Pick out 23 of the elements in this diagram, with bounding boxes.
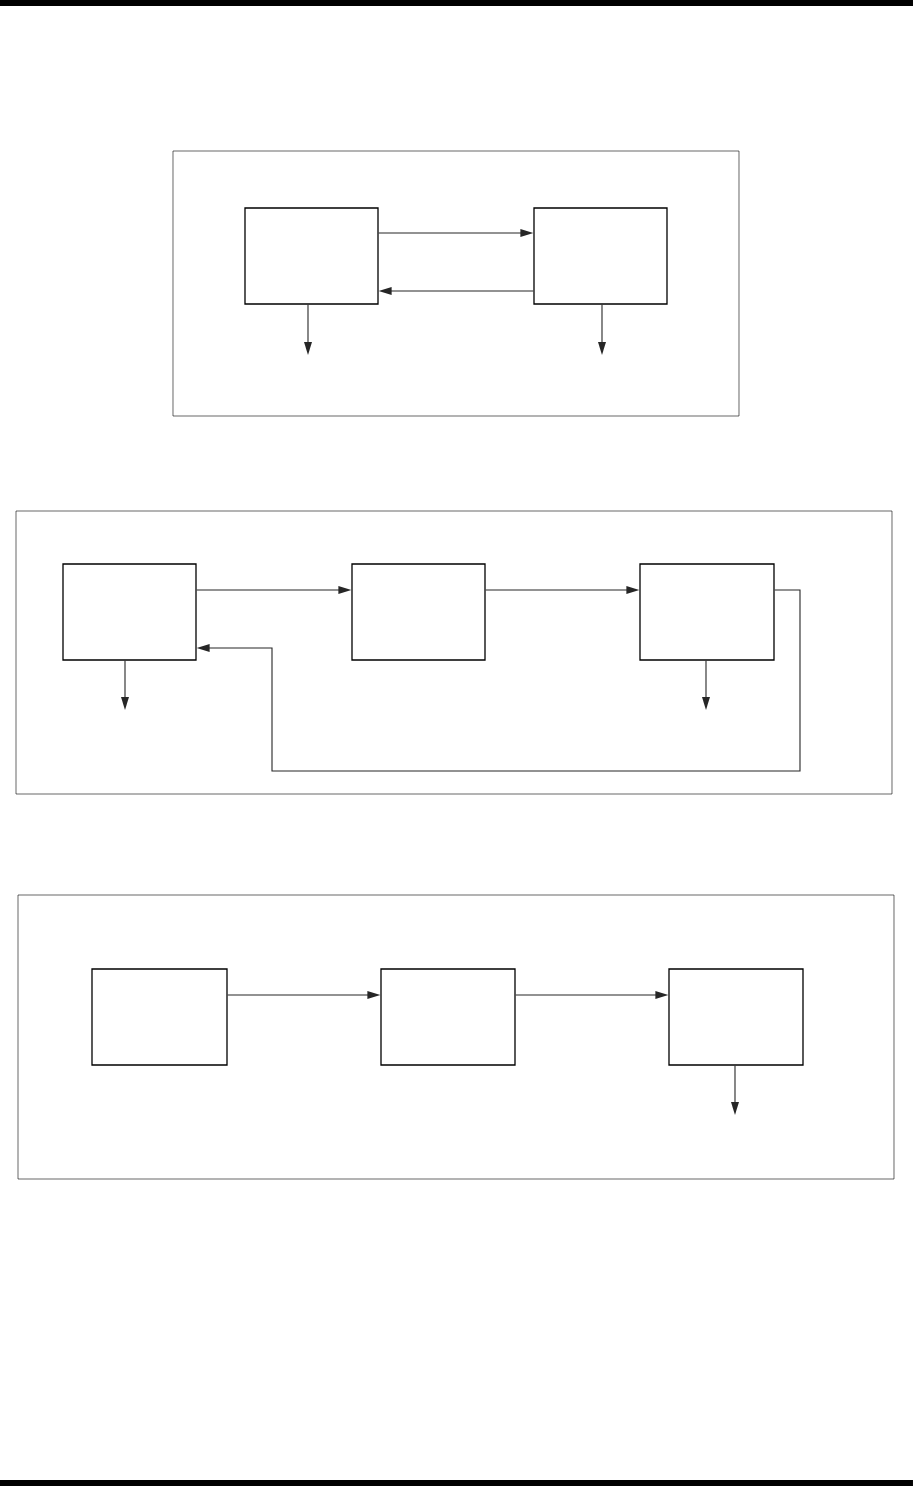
process-box [380, 968, 516, 1066]
arrow [196, 586, 352, 594]
arrow [378, 229, 534, 237]
frame [172, 150, 740, 417]
arrow [121, 660, 129, 710]
arrow [378, 287, 534, 295]
process-box [351, 563, 486, 661]
process-box [91, 968, 228, 1066]
process-box [62, 563, 197, 661]
arrow [731, 1065, 739, 1115]
arrow [702, 660, 710, 710]
process-box [639, 563, 775, 661]
process-box [533, 207, 668, 305]
arrow [598, 304, 606, 355]
arrow [196, 589, 801, 772]
arrow [485, 586, 640, 594]
frame [15, 510, 893, 795]
process-box [668, 968, 804, 1066]
frame [17, 894, 895, 1180]
arrow [304, 304, 312, 355]
process-box [244, 207, 379, 305]
arrow [227, 991, 381, 999]
arrow [515, 991, 669, 999]
